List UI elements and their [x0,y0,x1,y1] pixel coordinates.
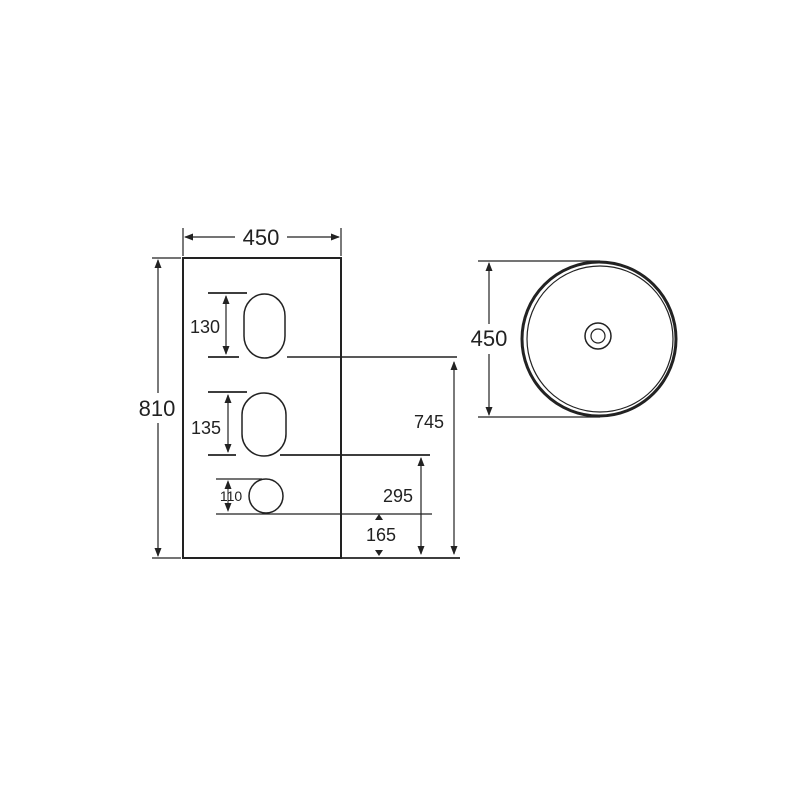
top-view [478,260,678,418]
drain-outer [584,322,612,350]
front-outline [182,257,342,559]
front-view [152,228,460,559]
hole-2-label: 135 [191,418,221,438]
hole-1-oval [243,293,286,359]
height-label: 810 [139,396,176,421]
drain-inner [590,328,606,344]
hole-2-oval [241,392,287,457]
dim-745-label: 745 [414,412,444,432]
hole-3-circle [248,478,284,514]
basin-inner-rim [526,265,674,413]
width-label: 450 [243,225,280,250]
dim-295-label: 295 [383,486,413,506]
dim-165-arrow-down [375,550,383,556]
hole-3-label: 110 [220,488,243,504]
dim-165-label: 165 [366,525,396,545]
diameter-label: 450 [471,326,508,351]
dim-165-arrow-up [375,514,383,520]
hole-1-label: 130 [190,317,220,337]
basin-outer-rim [520,260,678,418]
